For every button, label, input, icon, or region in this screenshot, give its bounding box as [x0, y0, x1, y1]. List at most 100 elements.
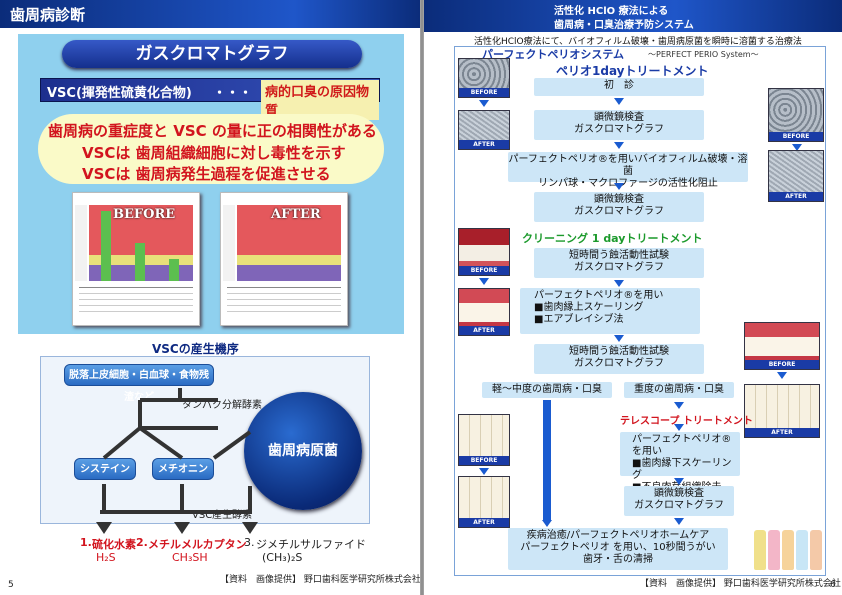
header-subtitle: 活性化HClO療法にて、バイオフィルム破壊・歯周病原菌を瞬時に溶菌する治療法	[474, 37, 802, 47]
chart-axis	[75, 205, 87, 281]
step-exam-2-line-2: ガスクロマトグラフ	[574, 206, 664, 217]
step-exam-3-line-2: ガスクロマトグラフ	[634, 500, 724, 511]
statement-box	[38, 114, 384, 184]
mild-branch-line	[543, 400, 551, 520]
before-chart-card: BEFORE	[72, 192, 200, 326]
step-home-care-line-2: パーフェクトペリオ を用い、10秒間うがい	[520, 542, 716, 553]
vsc-dots: ・・・	[213, 86, 253, 101]
arrow-down-icon	[614, 183, 624, 190]
arrow-down-icon	[674, 424, 684, 431]
step-caries-test-1: 短時間う蝕活動性試験 ガスクロマトグラフ	[534, 248, 704, 278]
right-page: 活性化 HClO 療法による 歯周病・口臭治療予防システム 活性化HClO療法に…	[424, 0, 842, 595]
vsc-enzyme-label: VSC産生酵素	[192, 510, 253, 521]
statement-1: 歯周病の重症度と VSC の量に正の相関性がある	[48, 122, 377, 140]
step-scaling-line-3: ■エアブレイシブ法	[534, 314, 624, 325]
product-bottle	[796, 530, 808, 570]
arrow-down-icon	[614, 142, 624, 149]
chart-axis	[223, 205, 235, 281]
step-subgingival-line-2: ■歯肉縁下スケーリング	[632, 458, 732, 481]
step-biofilm-line-1: パーフェクトペリオ®を用いバイオフィルム破壊・溶菌	[508, 154, 748, 177]
step-home-care-line-3: 歯牙・舌の清掃	[583, 554, 653, 565]
before-label: BEFORE	[113, 207, 176, 222]
product-3-formula: (CH₃)₂S	[262, 551, 303, 564]
page-number: 6	[830, 580, 836, 590]
step-exam-2-line-1: 顕微鏡検査	[594, 194, 644, 205]
step-caries-test-1-line-2: ガスクロマトグラフ	[574, 262, 664, 273]
branch-mild: 軽～中度の歯周病・口臭	[482, 382, 612, 398]
source-credit: 【資料 画像提供】 野口歯科医学研究所株式会社	[220, 575, 420, 585]
header-bar: 歯周病診断	[0, 0, 420, 28]
step-exam-3: 顕微鏡検査 ガスクロマトグラフ	[624, 486, 734, 516]
step-exam-2: 顕微鏡検査 ガスクロマトグラフ	[534, 192, 704, 222]
product-2-name: メチルメルカプタン	[148, 538, 247, 551]
teeth-before-photo: BEFORE	[458, 414, 510, 466]
microscope-after-photo: AFTER	[458, 110, 510, 150]
after-chart-card: AFTER	[220, 192, 348, 326]
before-bar-3	[169, 259, 179, 281]
page-gutter	[418, 0, 426, 595]
cleaning-title: クリーニング 1 dayトリートメント	[522, 232, 703, 245]
header-bar: 活性化 HClO 療法による 歯周病・口臭治療予防システム	[424, 0, 842, 32]
source-box: 脱落上皮細胞・白血球・食物残渣など	[64, 364, 214, 403]
step-exam-3-line-1: 顕微鏡検査	[654, 488, 704, 499]
telescope-title: テレスコープ トリートメント	[620, 416, 753, 427]
header-line-2: 歯周病・口臭治療予防システム	[554, 20, 694, 31]
step-caries-test-2-line-1: 短時間う蝕活動性試験	[569, 346, 669, 357]
gum-after-photo: AFTER	[458, 288, 510, 336]
arrow-down-icon	[614, 280, 624, 287]
mechanism-arrows	[96, 388, 258, 534]
step-caries-test-2-line-2: ガスクロマトグラフ	[574, 358, 664, 369]
header-line-1: 活性化 HClO 療法による	[554, 6, 669, 17]
step-subgingival-line-1: パーフェクトペリオ®を用い	[632, 434, 732, 457]
microscope-after-photo: AFTER	[768, 150, 824, 202]
day-treatment-title: ペリオ1dayトリートメント	[556, 64, 709, 78]
left-page: 歯周病診断 ガスクロマトグラフ VSC(揮発性硫黄化合物) ・・・ 病的口臭の原…	[0, 0, 420, 595]
gum-before-photo: BEFORE	[744, 322, 820, 370]
page-title: 歯周病診断	[10, 6, 86, 24]
bacteria-label: 歯周病原菌	[268, 443, 338, 459]
arrow-down-icon	[674, 478, 684, 485]
arrow-down-icon	[614, 335, 624, 342]
product-bottle	[768, 530, 780, 570]
step-scaling: パーフェクトペリオ®を用い ■歯肉縁上スケーリング ■エアブレイシブ法	[520, 288, 700, 334]
step-first-visit: 初 診	[534, 78, 704, 96]
arrow-down-icon	[777, 372, 787, 379]
arrow-down-icon	[614, 98, 624, 105]
after-chart	[237, 205, 341, 281]
before-chart	[89, 205, 193, 281]
arrow-down-icon	[479, 278, 489, 285]
step-scaling-line-1: パーフェクトペリオ®を用い	[534, 290, 664, 301]
arrow-down-icon	[674, 402, 684, 409]
arrow-down-icon	[479, 468, 489, 475]
step-exam-1-line-1: 顕微鏡検査	[594, 112, 644, 123]
microscope-before-photo: BEFORE	[458, 58, 510, 98]
arrow-down-icon	[674, 518, 684, 525]
step-biofilm-line-2: リンパ球・マクロファージの活性化阻止	[538, 178, 718, 189]
step-caries-test-2: 短時間う蝕活動性試験 ガスクロマトグラフ	[534, 344, 704, 374]
step-exam-1: 顕微鏡検査 ガスクロマトグラフ	[534, 110, 704, 140]
statement-3: VSCは 歯周病発生過程を促進させる	[82, 165, 331, 183]
step-biofilm: パーフェクトペリオ®を用いバイオフィルム破壊・溶菌 リンパ球・マクロファージの活…	[508, 152, 748, 189]
arrow-down-icon	[479, 100, 489, 107]
product-bottle	[782, 530, 794, 570]
arrow-down-icon	[542, 520, 552, 527]
product-3-num: 3.	[244, 536, 255, 549]
step-scaling-line-2: ■歯肉縁上スケーリング	[534, 302, 644, 313]
before-bar-2	[135, 243, 145, 281]
chart-notes	[79, 287, 193, 317]
product-3-name: ジメチルサルファイド	[256, 538, 366, 551]
product-1-formula: H₂S	[96, 551, 116, 564]
product-bottle	[810, 530, 822, 570]
gum-after-photo: AFTER	[744, 384, 820, 438]
chart-notes	[227, 287, 341, 317]
methionine-box: メチオニン	[152, 458, 214, 480]
step-caries-test-1-line-1: 短時間う蝕活動性試験	[569, 250, 669, 261]
vsc-strip: VSC(揮発性硫黄化合物) ・・・ 病的口臭の原因物質	[40, 78, 380, 120]
gum-before-photo: BEFORE	[458, 228, 510, 276]
product-bottle	[754, 530, 766, 570]
product-2-num: 2.	[136, 536, 148, 549]
vsc-label: VSC(揮発性硫黄化合物)	[47, 86, 192, 101]
step-exam-1-line-2: ガスクロマトグラフ	[574, 124, 664, 135]
product-1-name: 硫化水素	[92, 538, 136, 551]
teeth-after-photo: AFTER	[458, 476, 510, 528]
